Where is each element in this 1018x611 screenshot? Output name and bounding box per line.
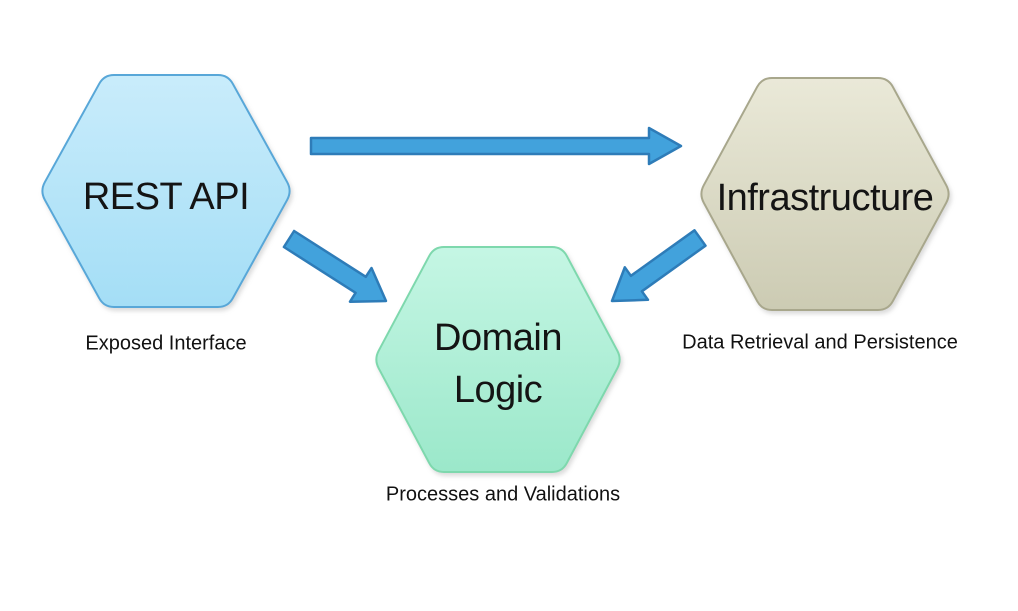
hexagon-rest-api bbox=[41, 74, 291, 308]
hexagon-domain-logic bbox=[375, 246, 621, 473]
arrow-rest-api-to-infrastructure-icon bbox=[309, 126, 683, 166]
caption-domain-logic: Processes and Validations bbox=[385, 483, 621, 506]
arrow-rest-api-to-domain-logic-icon bbox=[282, 229, 388, 303]
node-label-infrastructure: Infrastructure bbox=[716, 177, 934, 219]
caption-infrastructure: Data Retrieval and Persistence bbox=[682, 331, 958, 354]
hexagon-infrastructure bbox=[700, 77, 950, 311]
node-label-domain-logic: Domain Logic bbox=[434, 312, 562, 416]
arrow-infrastructure-to-domain-logic-icon bbox=[610, 229, 707, 303]
node-label-rest-api: REST API bbox=[82, 176, 250, 218]
caption-rest-api: Exposed Interface bbox=[85, 332, 247, 355]
node-label-domain-line2: Logic bbox=[453, 369, 543, 411]
node-label-domain-line1: Domain bbox=[434, 317, 562, 359]
